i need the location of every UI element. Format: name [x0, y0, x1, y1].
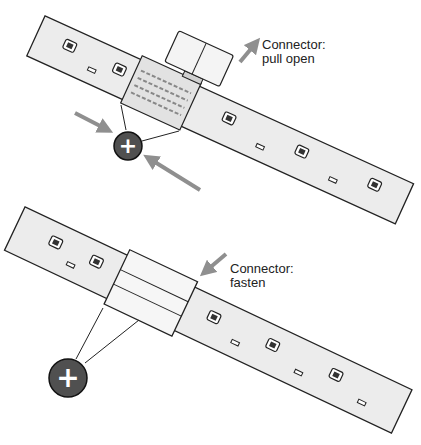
plus-circle: +: [113, 131, 143, 161]
connector-closed: [104, 250, 197, 336]
instruction-label: Connector: fasten: [230, 262, 310, 291]
resistor-chip: [328, 177, 337, 184]
direction-arrow: [75, 113, 106, 129]
connector-ridge: [120, 270, 188, 302]
connector-pin: [131, 92, 181, 115]
strip-band: [5, 207, 412, 433]
led-chip: [206, 310, 221, 324]
polarity-sign: +: [56, 364, 79, 392]
direction-arrow: [150, 159, 200, 190]
led-strip: [25, 0, 421, 227]
led-chip: [222, 111, 237, 125]
led-chip: [265, 338, 280, 352]
resistor-chip: [66, 262, 75, 269]
leader-line: [121, 105, 126, 130]
resistor-chip: [256, 144, 265, 151]
resistor-chip: [87, 67, 96, 74]
strip-band: [27, 16, 414, 224]
resistor-chip: [294, 369, 303, 376]
connector-ridge: [114, 284, 182, 316]
led-strip: [2, 201, 415, 438]
instruction-label: Connector: pull open: [262, 38, 342, 67]
polarity-sign: +: [119, 135, 137, 157]
led-chip: [62, 39, 77, 53]
direction-arrow: [206, 254, 226, 271]
resistor-chip: [357, 399, 366, 406]
led-chip: [112, 62, 127, 76]
led-chip: [367, 178, 382, 192]
leader-line: [142, 131, 179, 141]
led-chip: [294, 145, 309, 159]
led-chip: [89, 255, 104, 269]
resistor-chip: [231, 339, 240, 346]
led-chip: [328, 368, 343, 382]
direction-arrow: [240, 44, 255, 62]
leader-line: [85, 320, 139, 363]
connector-flap-divider: [192, 43, 206, 74]
led-chip: [48, 235, 63, 249]
plus-circle: +: [48, 358, 88, 398]
connector-flap: [165, 31, 234, 87]
